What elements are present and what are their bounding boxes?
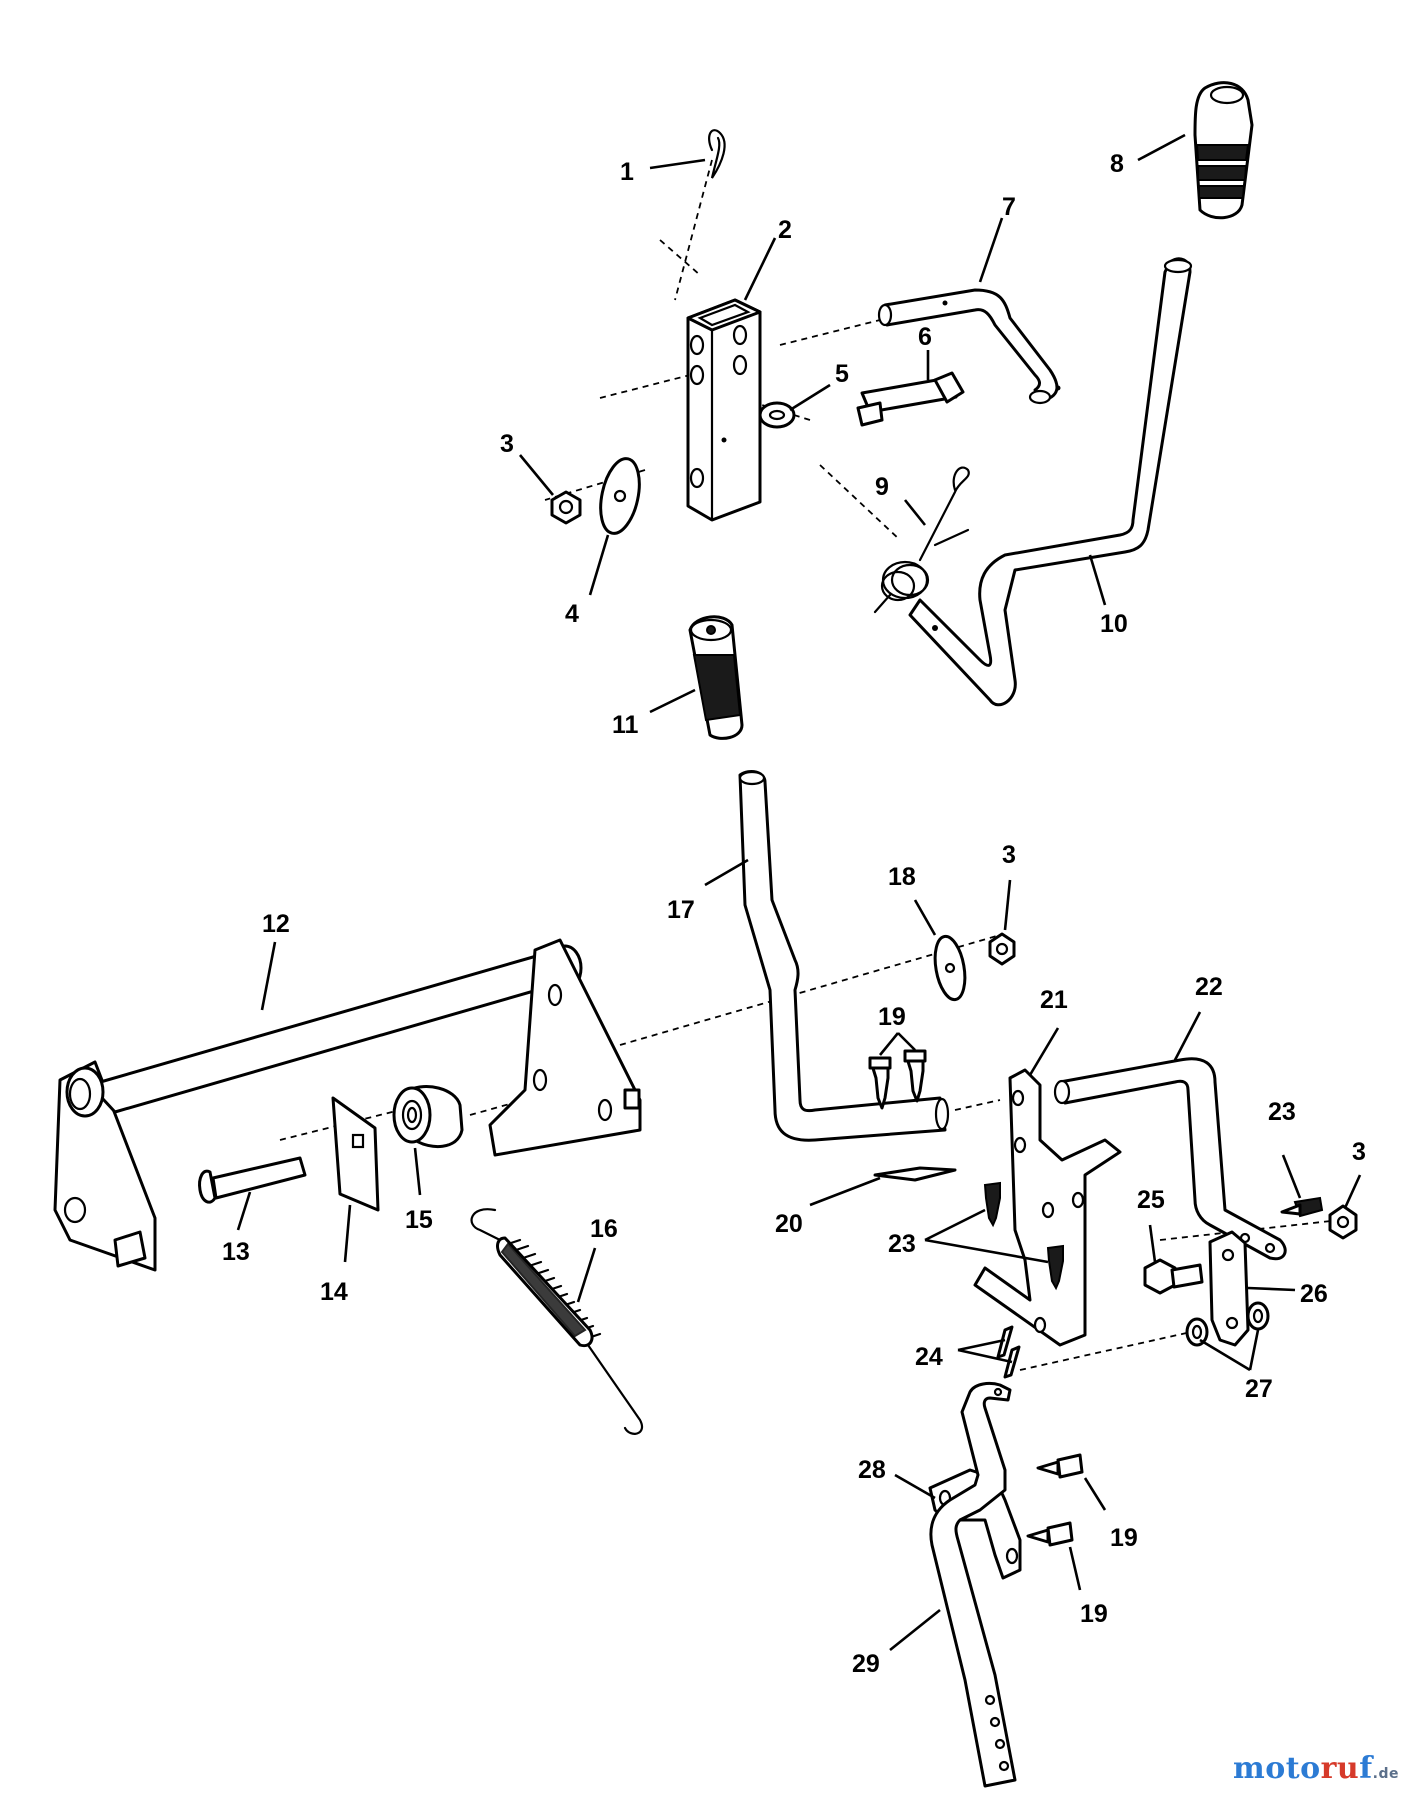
callout-25: 25 [1137, 1186, 1165, 1214]
callout-19-lower-a: 19 [1110, 1524, 1138, 1552]
shift-knob [1193, 81, 1254, 220]
self-tapping-screws-pair [868, 1049, 927, 1110]
callout-3-middle: 3 [1002, 841, 1016, 869]
callout-9: 9 [875, 473, 889, 501]
callout-1: 1 [620, 158, 634, 186]
callout-28: 28 [858, 1456, 886, 1484]
extension-spring [470, 1208, 643, 1435]
self-tapping-screw-right [1280, 1196, 1324, 1218]
callout-29: 29 [852, 1650, 880, 1678]
flange-bolt [1143, 1258, 1204, 1295]
leader-lines [236, 133, 1362, 1652]
callout-16: 16 [590, 1215, 618, 1243]
watermark-part-b: ru [1320, 1751, 1360, 1786]
flat-bracket [331, 1096, 380, 1212]
callout-12: 12 [262, 910, 290, 938]
spring-coils [496, 1236, 602, 1348]
callout-4: 4 [565, 600, 579, 628]
lock-nut-right [1328, 1204, 1358, 1240]
flanged-bushing [392, 1085, 464, 1149]
bent-lever [738, 770, 950, 1142]
lock-nut-middle [988, 932, 1016, 966]
callout-20: 20 [775, 1210, 803, 1238]
rubber-grip [688, 615, 744, 740]
callout-10: 10 [1100, 610, 1128, 638]
callout-19-lower-b: 19 [1080, 1600, 1108, 1628]
self-tapping-screws-left [983, 1181, 1064, 1291]
callout-6: 6 [918, 323, 932, 351]
callout-26: 26 [1300, 1280, 1328, 1308]
callout-22: 22 [1195, 973, 1223, 1001]
callout-2: 2 [778, 216, 792, 244]
site-watermark-logo: motoruf.de [1233, 1751, 1399, 1786]
watermark-suffix: .de [1372, 1766, 1399, 1782]
bent-rod [877, 288, 1061, 405]
callout-23-left: 23 [888, 1230, 916, 1258]
callout-18: 18 [888, 863, 916, 891]
large-washer [599, 457, 641, 535]
spacer-plate [873, 1166, 957, 1182]
callout-3-top: 3 [500, 430, 514, 458]
callout-7: 7 [1002, 193, 1016, 221]
mounting-bracket [973, 1068, 1122, 1347]
washers-27 [1185, 1301, 1270, 1347]
lock-nut [550, 490, 582, 525]
pivot-shaft-assembly [53, 938, 642, 1272]
shoulder-bolt [856, 371, 965, 427]
callout-19-upper: 19 [878, 1003, 906, 1031]
carriage-bolt [198, 1156, 307, 1204]
callout-labels: 1 2 3 4 5 6 7 8 9 10 11 12 13 14 15 16 1… [222, 150, 1366, 1678]
callout-3-right: 3 [1352, 1138, 1366, 1166]
small-washer [758, 401, 796, 429]
callout-24: 24 [915, 1343, 943, 1371]
square-tube-bracket [686, 298, 762, 522]
callout-17: 17 [667, 896, 695, 924]
self-tapping-screws-lower [1026, 1453, 1084, 1547]
callout-23-right: 23 [1268, 1098, 1296, 1126]
callout-27: 27 [1245, 1375, 1273, 1403]
link-plate [1208, 1230, 1250, 1347]
cotter-pins [996, 1325, 1021, 1379]
torsion-spring [873, 466, 970, 614]
hair-pin-clip [708, 129, 726, 179]
callout-21: 21 [1040, 986, 1068, 1014]
callout-5: 5 [835, 360, 849, 388]
vertical-lever [929, 1382, 1017, 1788]
callout-13: 13 [222, 1238, 250, 1266]
long-lever [908, 257, 1193, 707]
knob-grip-rings [1195, 144, 1250, 199]
callout-15: 15 [405, 1206, 433, 1234]
watermark-part-c: f [1359, 1751, 1373, 1786]
watermark-part-a: moto [1233, 1751, 1321, 1786]
callout-11: 11 [612, 711, 639, 739]
callout-8: 8 [1110, 150, 1124, 178]
washer-18 [933, 934, 967, 1002]
callout-14: 14 [320, 1278, 348, 1306]
